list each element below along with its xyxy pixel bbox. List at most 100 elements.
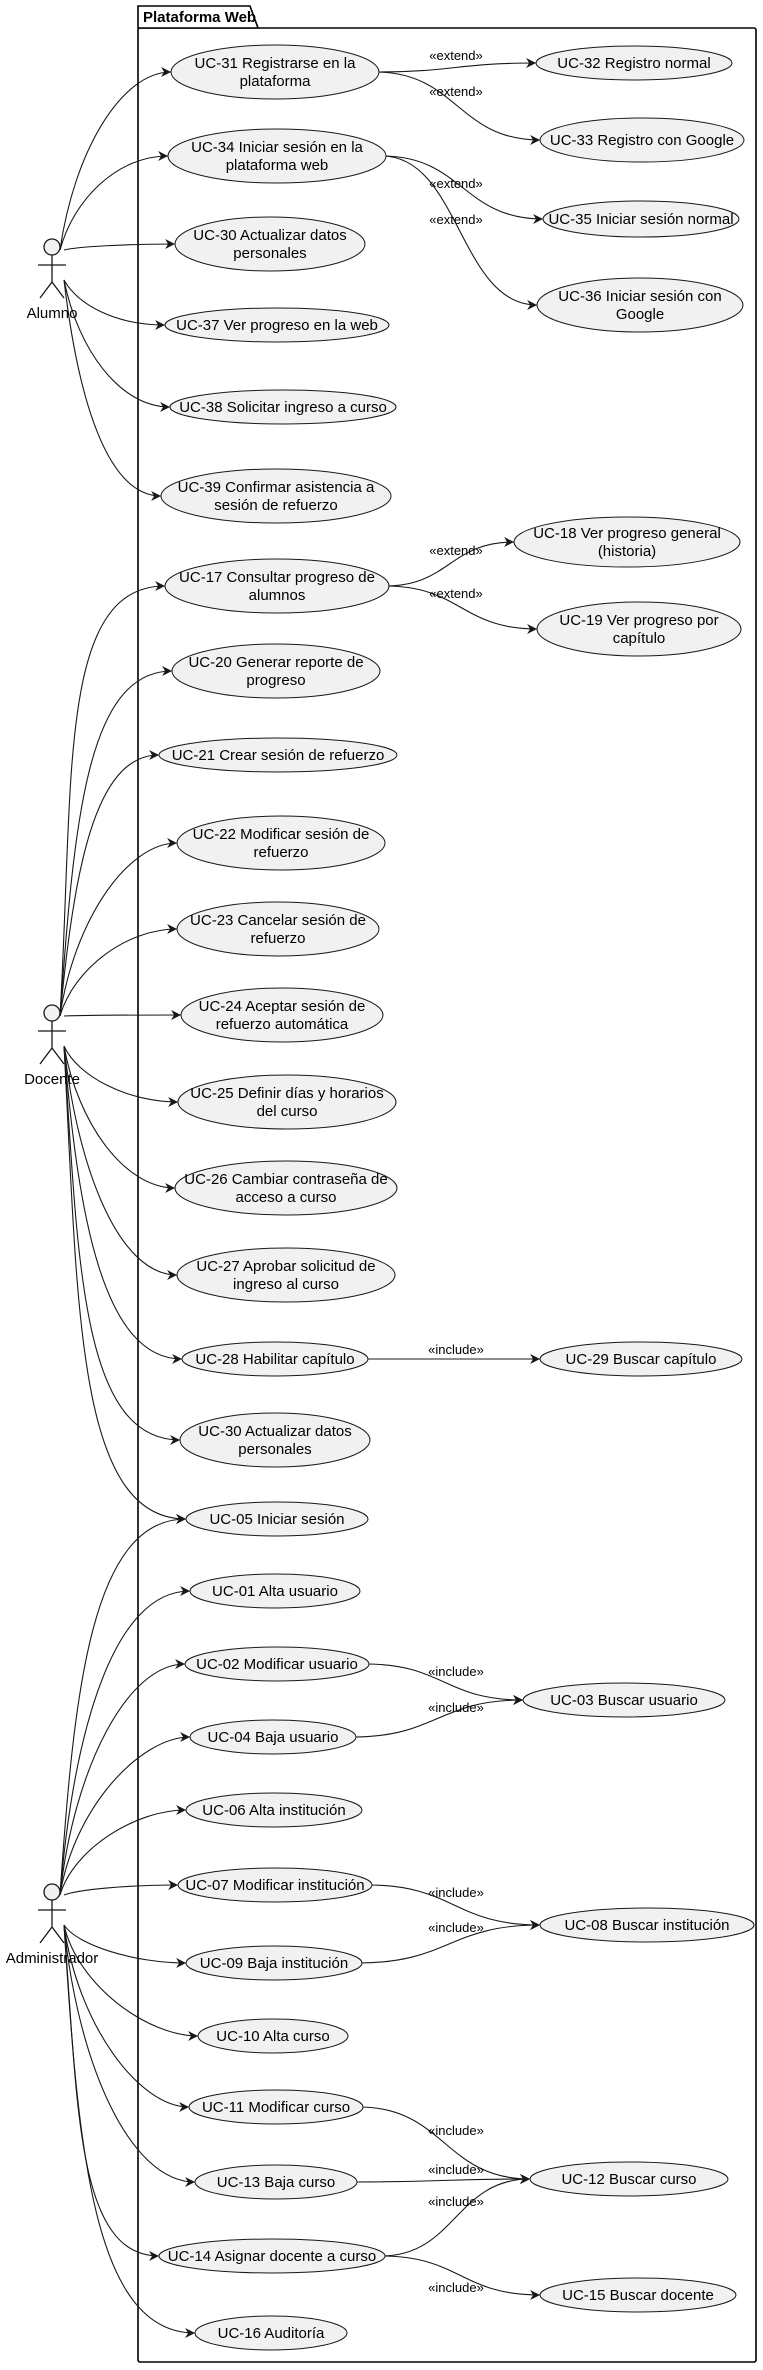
use-case-label: UC-03 Buscar usuario xyxy=(550,1692,698,1709)
actor-body xyxy=(38,1900,66,1944)
use-case-ellipse xyxy=(536,601,742,657)
association-admin-uc07 xyxy=(63,1880,179,1896)
use-case-ellipse xyxy=(185,1792,363,1828)
use-case-label: personales xyxy=(233,245,306,262)
use-case-label: UC-20 Generar reporte de xyxy=(188,654,363,671)
dependency-uc07-uc08 xyxy=(367,1884,541,1930)
use-case-uc04: UC-04 Baja usuario xyxy=(189,1719,357,1755)
dependency-uc09-uc08 xyxy=(357,1920,541,1964)
use-case-label: UC-23 Cancelar sesión de xyxy=(190,912,366,929)
use-case-ellipse xyxy=(164,307,390,343)
association-docente-uc23 xyxy=(59,924,178,1017)
use-case-label: UC-04 Baja usuario xyxy=(208,1729,339,1746)
actor-name: Docente xyxy=(24,1071,80,1088)
use-case-uc18: UC-18 Ver progreso general(historia) xyxy=(513,516,741,568)
association-admin-uc14 xyxy=(63,1924,160,2261)
extend-label: «extend» xyxy=(429,84,483,99)
include-label: «include» xyxy=(428,2123,484,2138)
association-admin-uc11 xyxy=(63,1924,190,2112)
use-case-ellipse xyxy=(189,1719,357,1755)
association-admin-uc04 xyxy=(59,1732,191,1896)
use-case-uc38: UC-38 Solicitar ingreso a curso xyxy=(169,389,397,425)
use-case-uc03: UC-03 Buscar usuario xyxy=(522,1682,726,1718)
use-case-ellipse xyxy=(169,389,397,425)
dependency-uc34-uc36 xyxy=(381,155,538,310)
use-case-label: UC-18 Ver progreso general xyxy=(533,525,721,542)
actor-name: Administrador xyxy=(6,1950,99,1967)
use-case-label: UC-02 Modificar usuario xyxy=(196,1656,358,1673)
use-case-ellipse xyxy=(194,2315,348,2351)
use-case-ellipse xyxy=(171,643,381,699)
use-case-ellipse xyxy=(539,2277,737,2313)
dependency-uc13-uc12 xyxy=(352,2174,531,2184)
association-alumno-uc34 xyxy=(59,151,169,251)
use-case-label: UC-16 Auditoría xyxy=(218,2325,325,2342)
association-docente-uc17 xyxy=(59,581,166,1017)
include-label: «include» xyxy=(428,1920,484,1935)
use-case-label: UC-32 Registro normal xyxy=(557,55,710,72)
use-case-ellipse xyxy=(194,2164,358,2200)
actor-body xyxy=(38,255,66,299)
dependency-uc17-uc19 xyxy=(384,585,538,634)
use-case-label: refuerzo automática xyxy=(216,1016,349,1033)
use-case-ellipse xyxy=(180,987,384,1043)
use-case-uc37: UC-37 Ver progreso en la web xyxy=(164,307,390,343)
use-case-label: UC-28 Habilitar capítulo xyxy=(195,1351,354,1368)
use-case-ellipse xyxy=(539,1907,755,1943)
use-case-label: UC-11 Modificar curso xyxy=(202,2099,350,2116)
association-alumno-uc38 xyxy=(63,279,171,412)
use-case-label: UC-19 Ver progreso por xyxy=(559,612,718,629)
use-case-label: UC-13 Baja curso xyxy=(217,2174,335,2191)
use-case-label: UC-15 Buscar docente xyxy=(562,2287,714,2304)
use-case-label: sesión de refuerzo xyxy=(214,497,337,514)
use-case-uc16: UC-16 Auditoría xyxy=(194,2315,348,2351)
association-docente-uc20 xyxy=(59,666,173,1017)
dependency-uc14-uc12 xyxy=(380,2174,531,2257)
use-case-ellipse xyxy=(158,2238,386,2274)
package-frame: Plataforma Web xyxy=(137,5,757,2363)
include-label: «include» xyxy=(428,1342,484,1357)
use-case-label: UC-35 Iniciar sesión normal xyxy=(548,211,733,228)
use-case-label: UC-29 Buscar capítulo xyxy=(566,1351,717,1368)
use-case-label: refuerzo xyxy=(253,844,308,861)
use-case-uc05: UC-05 Iniciar sesión xyxy=(185,1501,369,1537)
use-case-ellipse xyxy=(185,1501,369,1537)
use-case-label: UC-30 Actualizar datos xyxy=(193,227,346,244)
use-case-uc08: UC-08 Buscar institución xyxy=(539,1907,755,1943)
use-case-ellipse xyxy=(176,1247,396,1303)
use-case-uc11: UC-11 Modificar curso xyxy=(188,2089,364,2125)
association-admin-uc13 xyxy=(63,1924,196,2187)
use-case-label: UC-14 Asignar docente a curso xyxy=(168,2248,376,2265)
use-case-label: Google xyxy=(616,306,664,323)
actor-alumno: Alumno xyxy=(27,238,77,322)
use-case-ellipse xyxy=(542,200,740,238)
use-case-uc15: UC-15 Buscar docente xyxy=(539,2277,737,2313)
use-case-label: ingreso al curso xyxy=(233,1276,339,1293)
use-case-label: plataforma web xyxy=(226,157,329,174)
use-case-ellipse xyxy=(174,1160,398,1216)
association-docente-uc22 xyxy=(59,838,178,1017)
actor-head xyxy=(43,1883,61,1901)
dependency-uc31-uc32 xyxy=(374,58,537,73)
association-docente-uc21 xyxy=(59,750,160,1017)
use-case-uc09: UC-09 Baja institución xyxy=(185,1945,363,1981)
dependency-uc14-uc15 xyxy=(380,2255,541,2300)
include-label: «include» xyxy=(428,1664,484,1679)
use-case-label: UC-38 Solicitar ingreso a curso xyxy=(179,399,387,416)
use-case-label: UC-33 Registro con Google xyxy=(550,132,734,149)
dependency-uc04-uc03 xyxy=(351,1695,524,1738)
use-case-label: UC-12 Buscar curso xyxy=(561,2171,696,2188)
use-case-ellipse xyxy=(179,1412,371,1468)
use-case-ellipse xyxy=(184,1646,370,1682)
use-case-uc07: UC-07 Modificar institución xyxy=(177,1867,373,1903)
use-case-label: plataforma xyxy=(240,73,312,90)
use-case-label: (historia) xyxy=(598,543,656,560)
include-label: «include» xyxy=(428,2162,484,2177)
